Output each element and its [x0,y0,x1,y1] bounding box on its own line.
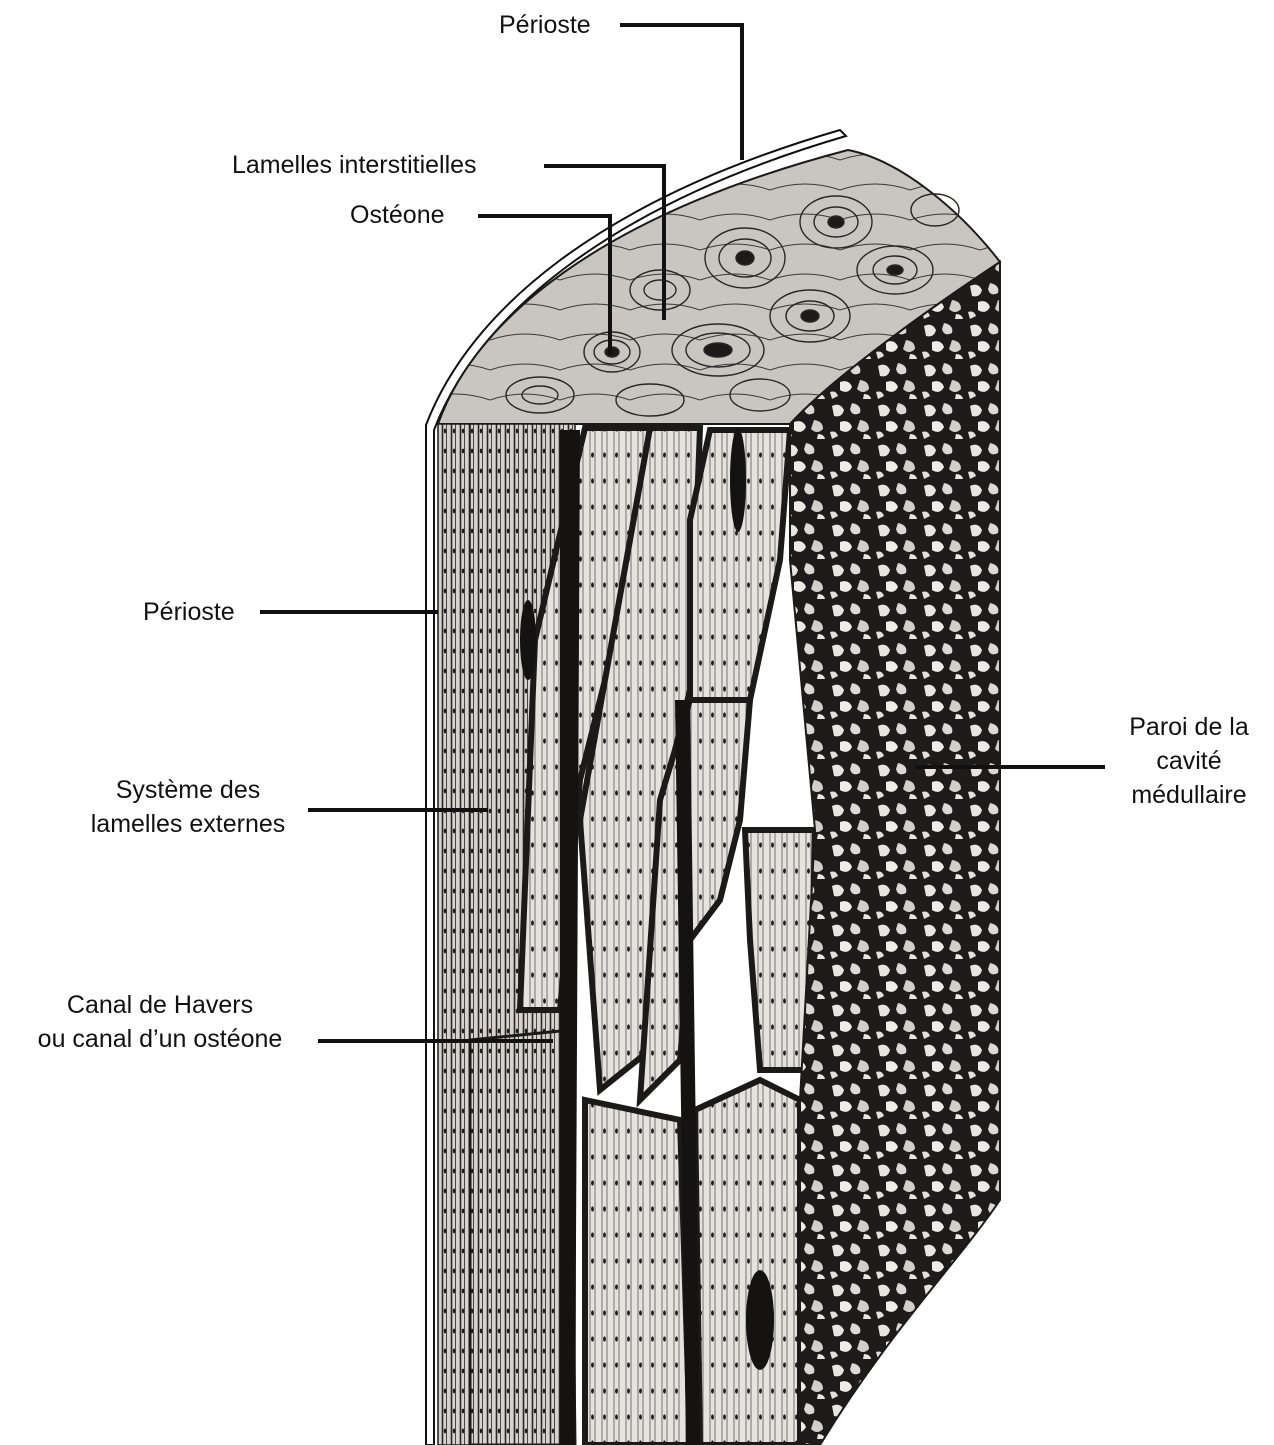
label-interstitial-lamellae: Lamelles interstitielles [232,148,477,182]
label-medullary-wall: Paroi de la cavité médullaire [1108,710,1270,812]
label-osteon: Ostéone [350,198,445,232]
osteon-column-g [695,1080,800,1445]
label-haversian-canal-line1: Canal de Havers [5,988,315,1022]
label-periosteum-top: Périoste [499,8,591,42]
label-periosteum-side: Périoste [143,595,235,629]
label-medullary-wall-line2: cavité [1108,744,1270,778]
label-external-lamellae-line2: lamelles externes [68,807,308,841]
leader-periosteum-top [620,25,742,160]
medullary-wall [790,262,1000,1445]
label-haversian-canal: Canal de Havers ou canal d’un ostéone [5,988,315,1056]
label-external-lamellae-line1: Système des [68,773,308,807]
label-haversian-canal-line2: ou canal d’un ostéone [5,1022,315,1056]
label-external-lamellae: Système des lamelles externes [68,773,308,841]
external-lamellae-strip [438,424,470,1445]
label-medullary-wall-line3: médullaire [1108,778,1270,812]
osteon-column-f [585,1100,690,1445]
label-medullary-wall-line1: Paroi de la [1108,710,1270,744]
